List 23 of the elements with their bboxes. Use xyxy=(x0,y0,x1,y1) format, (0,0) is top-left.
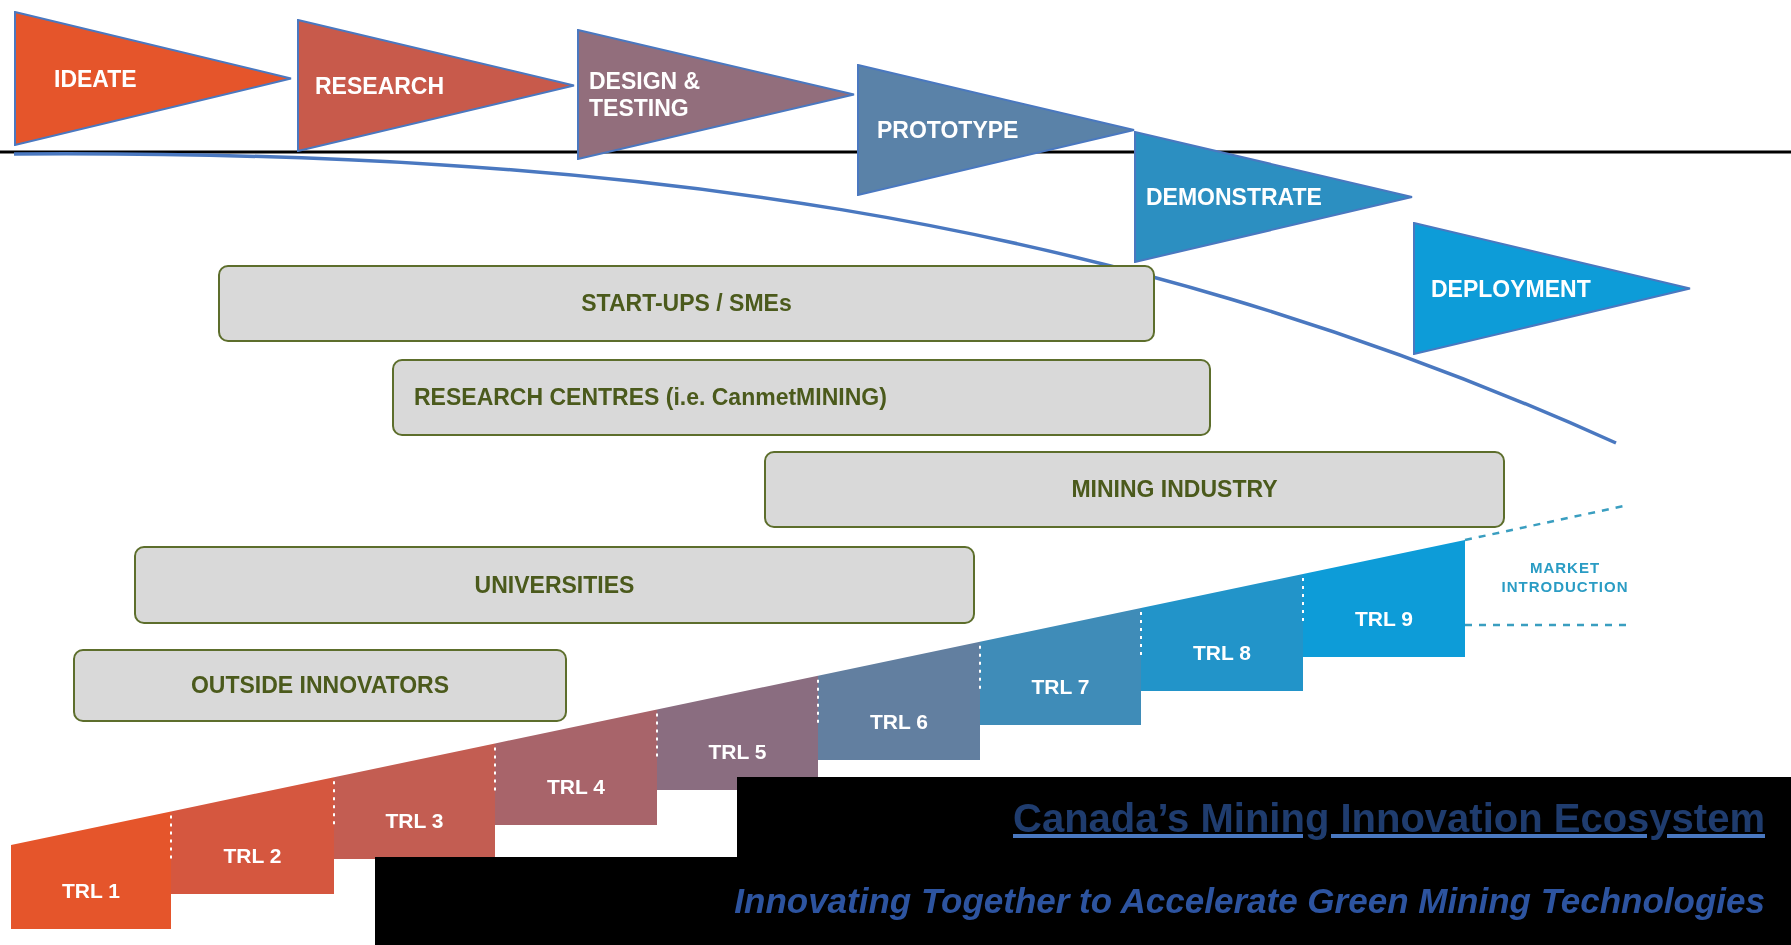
title: Canada’s Mining Innovation Ecosystem xyxy=(1013,795,1765,841)
organization-bar: RESEARCH CENTRES (i.e. CanmetMINING) xyxy=(392,359,1211,436)
organization-bar: START-UPS / SMEs xyxy=(218,265,1155,342)
step-label: TRL 6 xyxy=(869,710,929,734)
step-label: TRL 3 xyxy=(384,809,445,833)
organization-bar: UNIVERSITIES xyxy=(134,546,975,624)
step-label: TRL 1 xyxy=(61,879,121,903)
step-label: TRL 2 xyxy=(222,844,283,868)
stage-label: DESIGN & TESTING xyxy=(589,67,702,122)
step-label: TRL 8 xyxy=(1192,641,1252,665)
subtitle: Innovating Together to Accelerate Green Mining Technologies xyxy=(734,881,1765,921)
step-label: TRL 9 xyxy=(1354,607,1414,631)
step-label: TRL 4 xyxy=(546,775,606,799)
organization-bar: OUTSIDE INNOVATORS xyxy=(73,649,567,722)
step-label: TRL 7 xyxy=(1030,675,1091,699)
stage-label: IDEATE xyxy=(54,65,138,92)
stage-note: MARKET INTRODUCTION xyxy=(1500,558,1630,596)
stage-label: RESEARCH xyxy=(315,72,446,99)
organization-bar: MINING INDUSTRY xyxy=(764,451,1505,528)
stage-label: PROTOTYPE xyxy=(877,116,1020,144)
step-label: TRL 5 xyxy=(707,740,768,764)
stage-label: DEPLOYMENT xyxy=(1431,275,1592,302)
stage-label: DEMONSTRATE xyxy=(1146,183,1323,211)
